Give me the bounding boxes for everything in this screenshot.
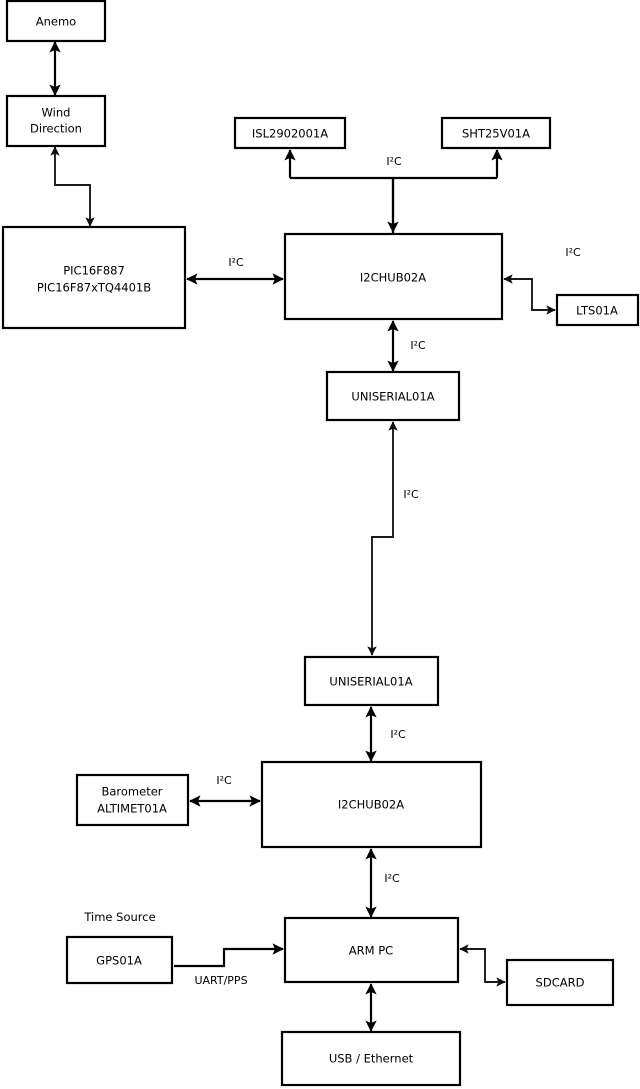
conn-wind-pic	[50, 146, 95, 227]
node-uniserial01a-top[interactable]: UNISERIAL01A	[325, 370, 461, 422]
node-uniserial01a-bottom-label: UNISERIAL01A	[329, 675, 412, 689]
node-sht25v01a[interactable]: SHT25V01A	[440, 116, 552, 150]
node-anemo[interactable]: Anemo	[5, 0, 107, 43]
node-uniserial01a-bottom[interactable]: UNISERIAL01A	[303, 655, 440, 707]
edge-label-hub-uniserial: I²C	[410, 339, 426, 352]
node-wind-direction-label-1: Wind	[42, 106, 71, 120]
edge-label-baro-hub2: I²C	[216, 774, 232, 787]
node-i2chub02a-top-label: I2CHUB02A	[360, 271, 426, 285]
node-pic-mcu[interactable]: PIC16F887 PIC16F87xTQ4401B	[1, 225, 187, 330]
edge-label-gps-arm: UART/PPS	[194, 974, 247, 987]
conn-arm-sdcard	[459, 944, 506, 987]
node-arm-pc[interactable]: ARM PC	[283, 916, 460, 984]
edge-label-hub-lts: I²C	[565, 246, 581, 259]
edge-label-uniserial-hub2: I²C	[390, 728, 406, 741]
node-lts01a-label: LTS01A	[576, 304, 618, 318]
node-anemo-label: Anemo	[36, 15, 76, 29]
node-pic-mcu-label-1: PIC16F887	[63, 264, 125, 278]
node-arm-pc-label: ARM PC	[349, 944, 393, 958]
edge-label-pic-hub: I²C	[228, 256, 244, 269]
node-pic-mcu-label-2: PIC16F87xTQ4401B	[37, 281, 151, 295]
node-gps01a-label: GPS01A	[96, 954, 142, 968]
node-barometer-label-2: ALTIMET01A	[97, 802, 167, 816]
conn-gps-arm	[174, 943, 284, 968]
node-i2chub02a-bottom[interactable]: I2CHUB02A	[260, 760, 483, 849]
conn-uniserial-link	[367, 421, 398, 656]
node-lts01a[interactable]: LTS01A	[555, 293, 640, 327]
node-gps01a[interactable]: GPS01A	[65, 935, 174, 985]
node-uniserial01a-top-label: UNISERIAL01A	[351, 390, 434, 404]
node-barometer[interactable]: Barometer ALTIMET01A	[75, 773, 190, 827]
node-isl2902001a[interactable]: ISL2902001A	[233, 116, 347, 150]
node-sdcard-label: SDCARD	[536, 976, 585, 990]
node-wind-direction[interactable]: Wind Direction	[5, 94, 107, 148]
node-i2chub02a-top[interactable]: I2CHUB02A	[283, 232, 504, 321]
edge-label-uniserial-link: I²C	[403, 488, 419, 501]
node-usb-ethernet[interactable]: USB / Ethernet	[280, 1030, 462, 1087]
time-source-label: Time Source	[83, 910, 155, 924]
node-isl2902001a-label: ISL2902001A	[252, 127, 328, 141]
node-usb-ethernet-label: USB / Ethernet	[329, 1052, 414, 1066]
conn-hub-lts	[503, 274, 556, 315]
edge-label-hub2-arm: I²C	[384, 872, 400, 885]
node-sht25v01a-label: SHT25V01A	[462, 127, 530, 141]
node-sdcard[interactable]: SDCARD	[505, 958, 615, 1007]
node-i2chub02a-bottom-label: I2CHUB02A	[338, 798, 404, 812]
conn-hub-isl-sht	[284, 149, 503, 233]
edge-label-bus-top: I²C	[386, 155, 402, 168]
node-wind-direction-label-2: Direction	[30, 122, 82, 136]
node-barometer-label-1: Barometer	[101, 785, 162, 799]
